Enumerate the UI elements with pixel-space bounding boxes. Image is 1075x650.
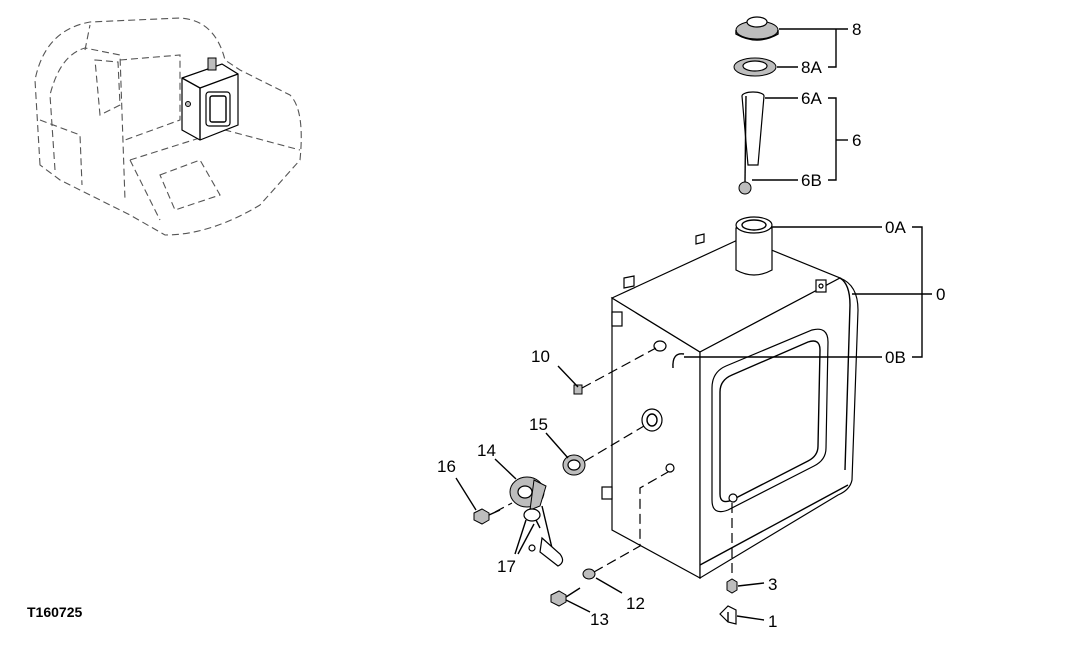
- cap-gasket-part-8a: [733, 57, 777, 77]
- figure-id: T160725: [27, 604, 82, 620]
- callout-6: 6: [852, 131, 861, 150]
- leader-lines: [455, 28, 932, 621]
- callout-3: 3: [768, 575, 777, 594]
- callout-labels: 8 8A 6A 6 6B 0A 0 0B 10 15 14 16 17 12 1…: [27, 20, 945, 631]
- callout-10: 10: [531, 347, 550, 366]
- callout-16: 16: [437, 457, 456, 476]
- clip-part-1: [719, 605, 737, 625]
- callout-8: 8: [852, 20, 861, 39]
- callout-12: 12: [626, 594, 645, 613]
- callout-6b: 6B: [801, 171, 822, 190]
- callout-14: 14: [477, 441, 496, 460]
- plug-part-3: [726, 578, 738, 594]
- bolt-part-16: [473, 508, 501, 525]
- callout-0: 0: [936, 285, 945, 304]
- callout-15: 15: [529, 415, 548, 434]
- callout-17: 17: [497, 557, 516, 576]
- plug-part-10: [573, 384, 583, 395]
- level-gauge-part-14: [509, 476, 564, 567]
- excavator-inset: [34, 17, 302, 236]
- callout-13: 13: [590, 610, 609, 629]
- hydraulic-tank: [601, 216, 859, 580]
- callout-8a: 8A: [801, 58, 822, 77]
- callout-6a: 6A: [801, 89, 822, 108]
- callout-1: 1: [768, 612, 777, 631]
- bolt-part-12: [582, 568, 596, 580]
- callout-0a: 0A: [885, 218, 906, 237]
- o-ring-part-15: [562, 454, 586, 476]
- assembly-lines: [494, 347, 733, 578]
- callout-0b: 0B: [885, 348, 906, 367]
- bolt-part-13: [550, 587, 581, 607]
- strainer-part-6: [738, 91, 765, 195]
- tank-cap-part-8: [735, 16, 779, 41]
